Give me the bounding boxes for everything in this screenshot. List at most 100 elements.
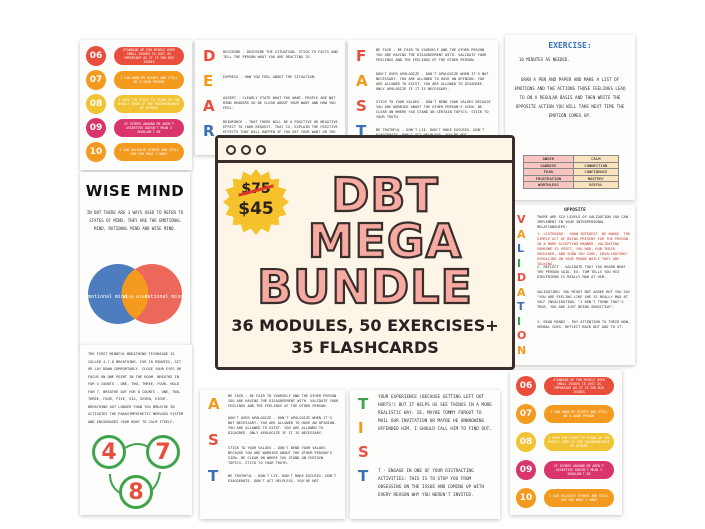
tist-letter: S — [358, 443, 369, 461]
statement-text: I CAN KNOW MY RIGHTS AND STILL BE A GOOD… — [544, 405, 614, 423]
statement-text: STANDING UP FOR MYSELF OVER SMALL ISSUES… — [544, 377, 614, 395]
validation-letter: A — [517, 227, 526, 241]
fast-letter: F — [356, 47, 367, 65]
venn-diagram: emotional mind wise mind rational mind — [85, 264, 184, 324]
new-price: $45 — [238, 199, 274, 219]
venn-middle-label: wise mind — [123, 294, 148, 300]
tist-letter: T — [358, 467, 369, 485]
tist-line: T - ENGAGE IN ONE OF YOUR DISTRACTING AC… — [378, 469, 485, 498]
statement-row: 10 I CAN VALIDATE OTHERS AND STILL ASK F… — [86, 142, 184, 162]
validation-letter: I — [517, 314, 522, 328]
dear-line: DESCRIBE - DESCRIBE THE SITUATION. STICK… — [223, 50, 338, 59]
tist-line: YOUR EXPERIENCE (BECAUSE GETTING LEFT OU… — [378, 395, 492, 432]
statement-number: 07 — [516, 404, 536, 424]
fast-line: BE FAIR - BE FAIR TO YOURSELF AND THE OT… — [376, 48, 487, 62]
emotion-cell: WORTHLESS — [523, 181, 574, 189]
tist-letter: T — [358, 395, 369, 413]
statement-number: 09 — [516, 460, 536, 480]
fast-line: DON'T OVER APOLOGIZE - DON'T APOLOGIZE W… — [376, 72, 489, 91]
statement-text: IF OTHERS AROUND ME AREN'T ASSERTIVE DOE… — [544, 461, 614, 479]
statement-number: 07 — [86, 70, 106, 90]
wise-mind-title: WISE MIND — [85, 182, 185, 200]
banner-subtitle-line-2: 35 FLASHCARDS — [291, 338, 439, 357]
banner-title-line-2: MEGA — [307, 214, 463, 268]
fast-letter: S — [208, 431, 219, 449]
statement-number: 06 — [86, 46, 106, 66]
exercise-time: 10 MINUTES AS NEEDED. — [519, 57, 570, 62]
breath-number-8: 8 — [119, 475, 153, 509]
validation-line: THERE ARE SIX LEVELS OF VALIDATION YOU C… — [537, 215, 628, 229]
statement-row: 08 I HAVE THE RIGHT TO STAND UP FOR MYSE… — [86, 94, 184, 114]
statement-row: 06 STANDING UP FOR MYSELF OVER SMALL ISS… — [516, 376, 614, 396]
statement-text: I HAVE THE RIGHT TO STAND UP FOR MYSELF … — [544, 433, 614, 451]
fast-letter: T — [356, 122, 367, 140]
fast-line: STICK TO YOUR VALUES - DON'T BEND YOUR V… — [376, 100, 491, 119]
fast-letter: S — [356, 97, 367, 115]
statement-number: 09 — [86, 118, 106, 138]
price-badge: $75 $45 — [222, 168, 290, 236]
validation-letter: T — [517, 300, 525, 313]
statement-text: I HAVE THE RIGHT TO STAND UP FOR MYSELF … — [114, 95, 184, 113]
statement-row: 07 I CAN KNOW MY RIGHTS AND STILL BE A G… — [86, 70, 184, 90]
banner-subtitle-line-1: 36 MODULES, 50 EXERCISES+ — [231, 316, 499, 335]
breath-number-7: 7 — [146, 435, 180, 469]
window-dot-icon — [241, 145, 251, 155]
validation-letter: D — [517, 271, 527, 284]
dear-letter: E — [203, 72, 214, 90]
statement-text: IF OTHERS AROUND ME AREN'T ASSERTIVE DOE… — [114, 119, 184, 137]
dear-letter: D — [203, 47, 216, 65]
breathing-sheet: THE FIRST MINDFUL BREATHING TECHNIQUE IS… — [80, 345, 192, 515]
validation-letter: V — [517, 213, 526, 226]
statement-text: I CAN VALIDATE OTHERS AND STILL ASK FOR … — [544, 489, 614, 507]
validation-line: 1. LISTENING - SHOW INTEREST. BE AWAKE. … — [537, 232, 631, 266]
fast-letter: T — [208, 467, 219, 485]
breathing-text: THE FIRST MINDFUL BREATHING TECHNIQUE IS… — [88, 352, 184, 424]
validation-letter: O — [517, 329, 527, 342]
exercise-sheet: EXERCISE: 10 MINUTES AS NEEDED. GRAB A P… — [505, 35, 635, 200]
statement-number: 08 — [516, 432, 536, 452]
validation-line: 3. READ MINDS - PAY ATTENTION TO THEIR N… — [537, 320, 631, 329]
fast-sheet-bottom: A S T BE FAIR - BE FAIR TO YOURSELF AND … — [200, 390, 345, 519]
fast-line: BE FAIR - BE FAIR TO YOURSELF AND THE OT… — [228, 394, 339, 408]
dear-letter: R — [203, 122, 215, 140]
statement-number: 06 — [516, 376, 536, 396]
statement-text: I CAN VALIDATE OTHERS AND STILL ASK FOR … — [114, 143, 184, 161]
banner-title-line-1: DBT — [330, 168, 439, 222]
tist-letter: I — [358, 419, 364, 437]
validation-letter: I — [517, 256, 522, 270]
dear-line: ASSERT - CLEARLY STATE WHAT YOU WANT. PE… — [223, 96, 336, 110]
window-dot-icon — [226, 145, 236, 155]
statement-row: 08 I HAVE THE RIGHT TO STAND UP FOR MYSE… — [516, 432, 614, 452]
statement-row: 10 I CAN VALIDATE OTHERS AND STILL ASK F… — [516, 488, 614, 508]
wise-mind-description: IN DBT THERE ARE 3 WAYS USED TO REFER TO… — [86, 210, 184, 231]
statement-text: I CAN KNOW MY RIGHTS AND STILL BE A GOOD… — [114, 71, 184, 89]
fast-letter: A — [208, 395, 220, 413]
fast-letter: A — [356, 72, 368, 90]
statements-sheet-bottom: 06 STANDING UP FOR MYSELF OVER SMALL ISS… — [510, 370, 622, 515]
validation-letter: A — [517, 285, 526, 299]
dear-line: EXPRESS - HOW YOU FEEL ABOUT THE SITUATI… — [223, 75, 317, 79]
validation-letter: N — [517, 343, 527, 357]
fast-line: BE TRUTHFUL - DON'T LIE. DON'T MAKE EXCU… — [228, 474, 337, 483]
fast-line: DON'T OVER APOLOGIZE - DON'T APOLOGIZE W… — [228, 416, 337, 435]
exercise-description: GRAB A PEN AND PAPER AND MAKE A LIST OF … — [514, 77, 626, 118]
table-row: WORTHLESS USEFUL — [523, 181, 620, 189]
venn-left-label: emotional mind — [85, 294, 127, 300]
fast-line: STICK TO YOUR VALUES - DON'T BEND YOUR V… — [228, 446, 332, 465]
statement-number: 10 — [86, 142, 106, 162]
statement-row: 06 STANDING UP FOR MYSELF OVER SMALL ISS… — [86, 46, 184, 66]
wise-mind-sheet: WISE MIND IN DBT THERE ARE 3 WAYS USED T… — [80, 172, 190, 347]
validation-line: VALIDATING: YOU MIGHT NOT AGREE BUT YOU … — [537, 290, 631, 309]
breath-number-4: 4 — [92, 435, 126, 469]
tist-sheet: T I S T YOUR EXPERIENCE (BECAUSE GETTING… — [350, 390, 500, 519]
statement-text: STANDING UP FOR MYSELF OVER SMALL ISSUES… — [114, 47, 184, 65]
validation-line: 2. REFLECT - VALIDATE THAT YOU HEARD WHA… — [537, 265, 626, 279]
statement-number: 10 — [516, 488, 536, 508]
banner-title-line-3: BUNDLE — [256, 260, 473, 314]
statement-row: 09 IF OTHERS AROUND ME AREN'T ASSERTIVE … — [516, 460, 614, 480]
opposite-label: OPPOSITE — [564, 208, 586, 213]
dear-letter: A — [203, 97, 215, 115]
window-dot-icon — [256, 145, 266, 155]
